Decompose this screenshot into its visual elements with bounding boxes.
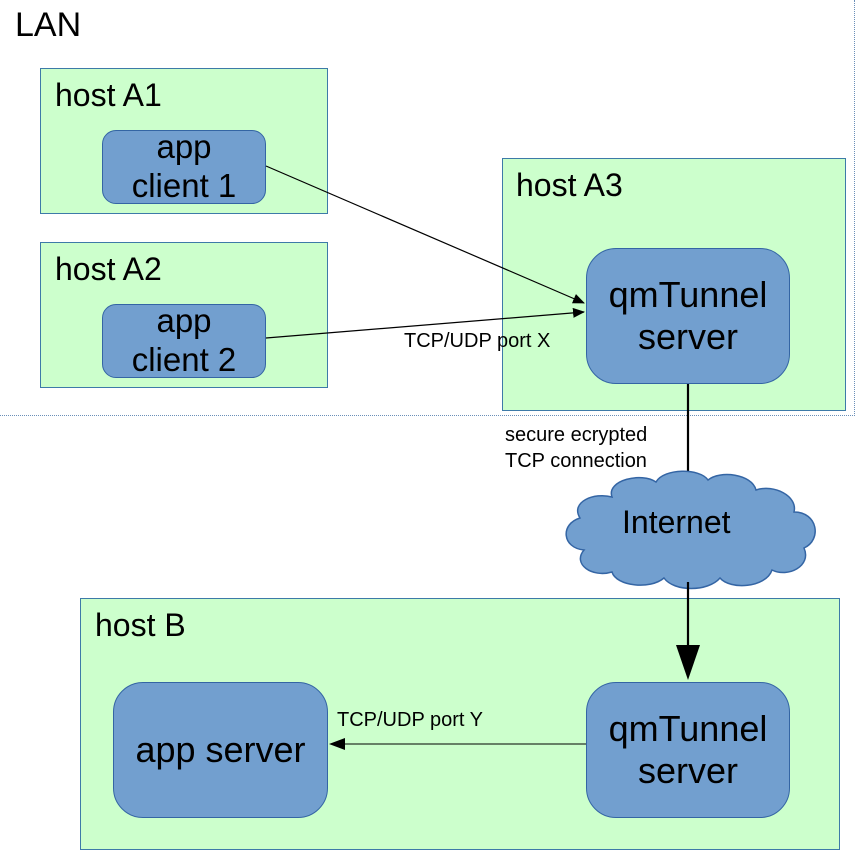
app-client-2-line2: client 2 — [131, 341, 237, 378]
edge-label-port-x: TCP/UDP port X — [404, 330, 551, 352]
qmtunnel-server-b-node: qmTunnel server — [586, 682, 790, 818]
arrowhead-left-icon — [329, 738, 345, 750]
edge-label-secure-line1: secure ecrypted — [505, 424, 648, 446]
edge-label-secure-line2: TCP connection — [505, 450, 647, 472]
app-server-label: app server — [135, 728, 306, 770]
host-a1-label: host A1 — [55, 77, 162, 113]
qmtunnel-a3-line2: server — [637, 316, 739, 357]
app-client-2-line1: app — [156, 302, 212, 340]
lan-label: LAN — [15, 6, 82, 44]
qmtunnel-a3-line1: qmTunnel — [608, 273, 768, 315]
app-client-1-line2: client 1 — [131, 167, 237, 204]
qmtunnel-server-a3-node: qmTunnel server — [586, 248, 790, 384]
edge-label-port-y: TCP/UDP port Y — [337, 709, 483, 731]
lan-zone — [0, 0, 855, 416]
arrowhead-down-icon — [676, 645, 700, 680]
host-b-label: host B — [95, 607, 186, 643]
app-server-node: app server — [113, 682, 328, 818]
edge-client1-to-a3 — [265, 165, 585, 304]
app-client-2-node: app client 2 — [102, 302, 266, 378]
internet-label: Internet — [622, 504, 731, 540]
internet-cloud-icon — [565, 470, 816, 590]
app-client-1-line1: app — [156, 128, 212, 166]
edge-client2-to-a3 — [265, 307, 585, 339]
host-a2-label: host A2 — [55, 251, 162, 287]
qmtunnel-b-line1: qmTunnel — [608, 707, 768, 749]
app-client-1-node: app client 1 — [102, 128, 266, 204]
qmtunnel-b-line2: server — [637, 750, 739, 791]
host-a3-label: host A3 — [516, 167, 623, 203]
